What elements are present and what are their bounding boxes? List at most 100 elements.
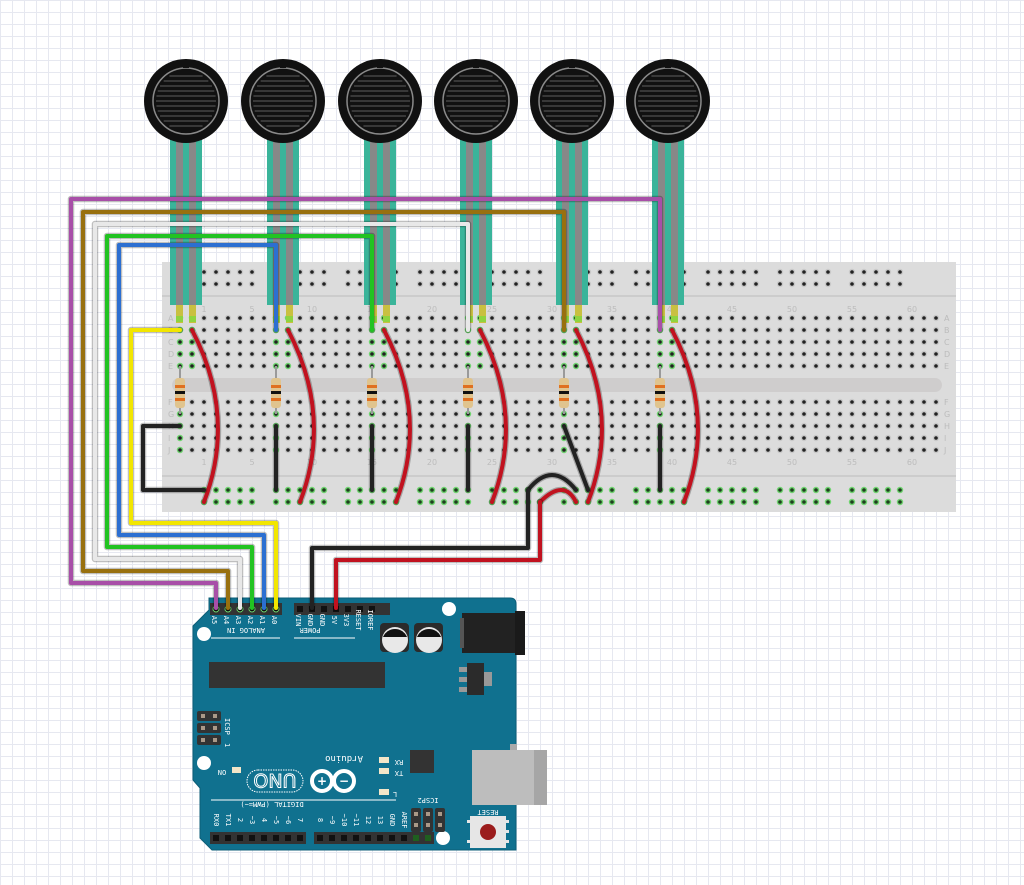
breadboard-hole bbox=[814, 340, 818, 344]
power-pin-gnd[interactable] bbox=[321, 606, 327, 612]
digital-pin[interactable] bbox=[353, 835, 359, 841]
breadboard-hole bbox=[442, 400, 446, 404]
digital-pin[interactable] bbox=[237, 835, 243, 841]
breadboard-hole bbox=[418, 436, 422, 440]
breadboard-hole bbox=[238, 436, 242, 440]
digital-pin[interactable] bbox=[329, 835, 335, 841]
power-pin-3v3[interactable] bbox=[345, 606, 351, 612]
breadboard-hole bbox=[670, 340, 674, 344]
rail-hole bbox=[226, 282, 230, 286]
digital-pin-label: ~10 bbox=[340, 814, 348, 827]
breadboard-hole bbox=[934, 448, 938, 452]
breadboard-hole bbox=[622, 436, 626, 440]
digital-pin[interactable] bbox=[261, 835, 267, 841]
rail-hole bbox=[826, 282, 830, 286]
breadboard-hole bbox=[826, 328, 830, 332]
breadboard-hole bbox=[826, 448, 830, 452]
digital-pin[interactable] bbox=[401, 835, 407, 841]
digital-pin[interactable] bbox=[341, 835, 347, 841]
breadboard-hole bbox=[526, 340, 530, 344]
rail-hole bbox=[454, 500, 458, 504]
analog-signal-wire-a0 bbox=[129, 328, 278, 610]
analog-signal-wire-a4 bbox=[81, 210, 566, 610]
rail-hole bbox=[862, 500, 866, 504]
power-pin-ioref[interactable] bbox=[369, 606, 375, 612]
digital-pin[interactable] bbox=[365, 835, 371, 841]
breadboard-hole bbox=[334, 340, 338, 344]
rail-hole bbox=[778, 282, 782, 286]
breadboard-hole bbox=[178, 448, 182, 452]
on-led-label: ON bbox=[218, 768, 226, 776]
power-pin-vin[interactable] bbox=[297, 606, 303, 612]
breadboard-hole bbox=[334, 436, 338, 440]
breadboard-hole bbox=[382, 352, 386, 356]
breadboard-hole bbox=[250, 424, 254, 428]
rail-hole bbox=[730, 500, 734, 504]
breadboard-hole bbox=[730, 412, 734, 416]
l-led-label: L bbox=[393, 790, 397, 798]
breadboard-hole bbox=[622, 352, 626, 356]
breadboard-hole bbox=[718, 340, 722, 344]
breadboard-hole bbox=[694, 316, 698, 320]
resistor-band bbox=[271, 391, 281, 394]
rail-hole bbox=[202, 270, 206, 274]
digital-pin[interactable] bbox=[285, 835, 291, 841]
digital-pin[interactable] bbox=[425, 835, 431, 841]
breadboard-hole bbox=[454, 328, 458, 332]
rail-hole bbox=[706, 488, 710, 492]
breadboard-hole bbox=[766, 328, 770, 332]
breadboard-hole bbox=[190, 400, 194, 404]
breadboard-hole bbox=[934, 436, 938, 440]
power-pin-reset[interactable] bbox=[357, 606, 363, 612]
breadboard-hole bbox=[214, 364, 218, 368]
breadboard-hole bbox=[934, 364, 938, 368]
usb-chip bbox=[410, 750, 434, 773]
breadboard-hole bbox=[694, 352, 698, 356]
breadboard-hole bbox=[802, 436, 806, 440]
breadboard-hole bbox=[514, 424, 518, 428]
arduino-5v-wire bbox=[334, 500, 542, 610]
digital-pin[interactable] bbox=[249, 835, 255, 841]
breadboard-hole bbox=[418, 424, 422, 428]
breadboard-hole bbox=[658, 340, 662, 344]
usb-port[interactable] bbox=[472, 744, 547, 805]
breadboard-hole bbox=[934, 400, 938, 404]
rail-hole bbox=[202, 282, 206, 286]
breadboard-hole bbox=[202, 424, 206, 428]
breadboard-hole bbox=[514, 412, 518, 416]
digital-pin[interactable] bbox=[317, 835, 323, 841]
breadboard-hole bbox=[478, 412, 482, 416]
breadboard-hole bbox=[250, 340, 254, 344]
fsr-gap bbox=[183, 62, 189, 68]
breadboard-hole bbox=[382, 448, 386, 452]
breadboard-hole bbox=[646, 316, 650, 320]
breadboard-hole bbox=[826, 400, 830, 404]
rail-hole bbox=[814, 270, 818, 274]
breadboard-hole bbox=[322, 364, 326, 368]
fsr-lead bbox=[575, 120, 582, 305]
power-header bbox=[294, 603, 390, 615]
breadboard-hole bbox=[298, 400, 302, 404]
breadboard-hole bbox=[322, 316, 326, 320]
rail-hole bbox=[898, 282, 902, 286]
reset-button[interactable] bbox=[467, 816, 509, 848]
digital-pin[interactable] bbox=[273, 835, 279, 841]
digital-pin[interactable] bbox=[377, 835, 383, 841]
digital-pin[interactable] bbox=[213, 835, 219, 841]
dc-power-jack[interactable] bbox=[460, 611, 525, 655]
breadboard-hole bbox=[238, 364, 242, 368]
digital-pin[interactable] bbox=[225, 835, 231, 841]
breadboard-hole bbox=[670, 436, 674, 440]
breadboard-hole bbox=[862, 328, 866, 332]
breadboard-hole bbox=[718, 412, 722, 416]
breadboard-hole bbox=[286, 364, 290, 368]
breadboard-hole bbox=[394, 448, 398, 452]
digital-pin[interactable] bbox=[297, 835, 303, 841]
breadboard-hole bbox=[850, 328, 854, 332]
digital-pin[interactable] bbox=[413, 835, 419, 841]
rail-hole bbox=[826, 488, 830, 492]
breadboard-hole bbox=[286, 412, 290, 416]
digital-pin[interactable] bbox=[389, 835, 395, 841]
rail-hole bbox=[598, 500, 602, 504]
breadboard-hole bbox=[238, 316, 242, 320]
